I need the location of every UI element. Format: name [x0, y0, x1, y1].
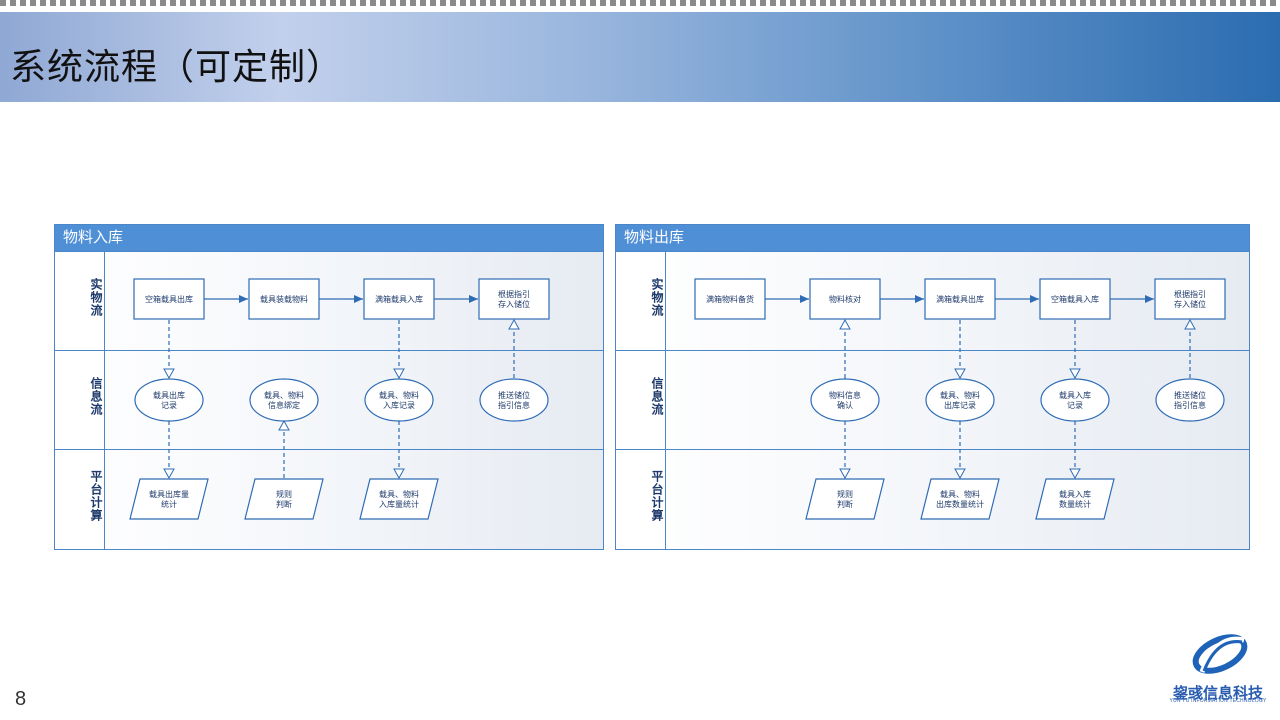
- lane-label: 信息流: [89, 377, 103, 416]
- lane-label: 实物流: [650, 278, 664, 317]
- process-box: 载具装载物料: [248, 278, 320, 320]
- node-label: 载具装载物料: [260, 294, 308, 304]
- process-box: 根据指引存入储位: [478, 278, 550, 320]
- process-box: 满箱载具出库: [924, 278, 996, 320]
- node-label: 载具、物料出库记录: [940, 390, 980, 410]
- lane-label: 实物流: [89, 278, 103, 317]
- node-label: 推送储位指引信息: [498, 390, 530, 410]
- platform-parallelogram: 载具、物料入库量统计: [359, 478, 439, 520]
- panel-title: 物料入库: [55, 225, 603, 251]
- company-logo: 鋆彧信息科技 YUN YU INFORMATION TECHNOLOGY: [1168, 628, 1268, 708]
- platform-parallelogram: 规则判断: [244, 478, 324, 520]
- header-bar: [0, 12, 1280, 102]
- node-label: 根据指引存入储位: [498, 289, 530, 309]
- process-box: 空箱载具入库: [1039, 278, 1111, 320]
- platform-parallelogram: 载具出库量统计: [129, 478, 209, 520]
- top-dotted-border: [0, 0, 1280, 6]
- lane-label: 信息流: [650, 377, 664, 416]
- info-ellipse: 载具、物料入库记录: [364, 378, 434, 422]
- process-box: 空箱载具出库: [133, 278, 205, 320]
- node-label: 载具出库量统计: [149, 489, 189, 509]
- node-label: 空箱载具入库: [1051, 294, 1099, 304]
- process-box: 满箱载具入库: [363, 278, 435, 320]
- node-label: 载具入库数量统计: [1059, 489, 1091, 509]
- node-label: 载具、物料出库数量统计: [936, 489, 984, 509]
- node-label: 满箱载具入库: [375, 294, 423, 304]
- info-ellipse: 载具入库记录: [1040, 378, 1110, 422]
- lane-label: 平台计算: [89, 470, 103, 522]
- process-box: 物料核对: [809, 278, 881, 320]
- node-label: 物料信息确认: [829, 390, 861, 410]
- node-label: 载具入库记录: [1059, 390, 1091, 410]
- node-label: 规则判断: [276, 489, 292, 509]
- logo-name: 鋆彧信息科技: [1172, 685, 1263, 702]
- logo-subtitle: YUN YU INFORMATION TECHNOLOGY: [1169, 698, 1267, 704]
- node-label: 根据指引存入储位: [1174, 289, 1206, 309]
- info-ellipse: 载具、物料出库记录: [925, 378, 995, 422]
- info-ellipse: 推送储位指引信息: [479, 378, 549, 422]
- platform-parallelogram: 载具、物料出库数量统计: [920, 478, 1000, 520]
- node-label: 满箱载具出库: [936, 294, 984, 304]
- info-ellipse: 推送储位指引信息: [1155, 378, 1225, 422]
- node-label: 满箱物料备货: [706, 294, 754, 304]
- info-ellipse: 载具出库记录: [134, 378, 204, 422]
- node-label: 推送储位指引信息: [1174, 390, 1206, 410]
- node-label: 规则判断: [837, 489, 853, 509]
- node-label: 载具、物料入库量统计: [379, 489, 419, 509]
- page-title: 系统流程（可定制）: [10, 47, 344, 88]
- node-label: 载具、物料信息绑定: [264, 390, 304, 410]
- info-ellipse: 载具、物料信息绑定: [249, 378, 319, 422]
- node-label: 载具出库记录: [153, 390, 185, 410]
- page-number: 8: [15, 688, 27, 710]
- info-ellipse: 物料信息确认: [810, 378, 880, 422]
- platform-parallelogram: 规则判断: [805, 478, 885, 520]
- node-label: 空箱载具出库: [145, 294, 193, 304]
- process-box: 根据指引存入储位: [1154, 278, 1226, 320]
- lane-label: 平台计算: [650, 470, 664, 522]
- node-label: 物料核对: [829, 294, 861, 304]
- logo-mark-icon: [1192, 634, 1248, 674]
- platform-parallelogram: 载具入库数量统计: [1035, 478, 1115, 520]
- panel-title: 物料出库: [616, 225, 1249, 251]
- node-label: 载具、物料入库记录: [379, 390, 419, 410]
- process-box: 满箱物料备货: [694, 278, 766, 320]
